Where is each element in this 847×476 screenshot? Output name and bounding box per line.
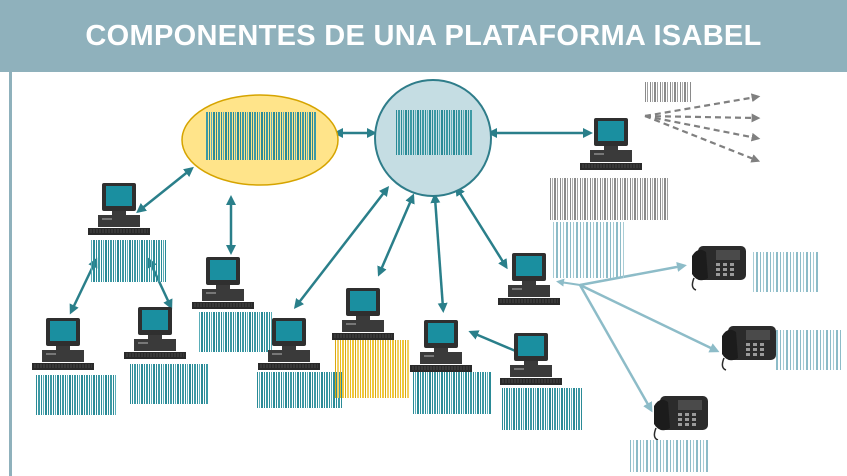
external-label-barcode	[645, 82, 691, 102]
computer-icon	[191, 256, 255, 310]
computer-icon	[331, 287, 395, 341]
dashed-arrow-4	[644, 114, 761, 163]
hub-label-barcode	[395, 110, 473, 155]
phone-icon	[721, 325, 777, 371]
ellipse-label-barcode	[205, 112, 317, 160]
title-bar: COMPONENTES DE UNA PLATAFORMA ISABEL	[0, 0, 847, 72]
link-ellipse-pc1	[136, 166, 194, 214]
computer-icon	[409, 319, 473, 373]
computer-icon	[497, 252, 561, 306]
link-hub-pc5	[293, 186, 390, 309]
dark-connections	[69, 128, 593, 358]
left-rule	[9, 72, 12, 476]
link-phone2	[579, 283, 720, 353]
computer-icon	[31, 317, 95, 371]
pc-label-barcode	[36, 375, 116, 415]
pc-label-barcode	[90, 240, 166, 282]
pc-label-barcode	[552, 222, 624, 278]
pc-label-barcode	[502, 388, 582, 430]
phone-icon	[691, 245, 747, 291]
link-phone-origin	[556, 278, 581, 287]
link-hub-pc6	[377, 193, 415, 277]
link-hub-pc7	[430, 193, 448, 313]
computer-icon	[499, 332, 563, 386]
phone-label-barcode	[752, 252, 818, 292]
computer-icon	[123, 306, 187, 360]
gateway-label-barcode	[550, 178, 670, 220]
dashed-arrow-1	[644, 93, 761, 118]
dashed-arrows	[644, 93, 761, 163]
computer-icon	[579, 117, 643, 171]
pc-label-barcode	[130, 364, 208, 404]
phone-icon	[653, 395, 709, 441]
slide-title: COMPONENTES DE UNA PLATAFORMA ISABEL	[85, 19, 762, 52]
dashed-arrow-3	[644, 114, 761, 142]
phone-label-barcode	[776, 330, 842, 370]
link-hub-pc9	[455, 185, 508, 270]
server-ellipse	[181, 94, 339, 186]
pc-label-barcode-highlight	[334, 340, 410, 398]
dashed-arrow-2	[644, 113, 761, 123]
phone-connections	[556, 262, 720, 413]
link-phone1	[579, 262, 687, 287]
hub-circle	[374, 79, 492, 197]
pc-label-barcode	[412, 372, 492, 414]
pc-label-barcode	[198, 312, 272, 352]
pc-label-barcode	[256, 372, 342, 408]
link-phone3	[578, 284, 653, 413]
phone-label-barcode	[628, 440, 710, 472]
